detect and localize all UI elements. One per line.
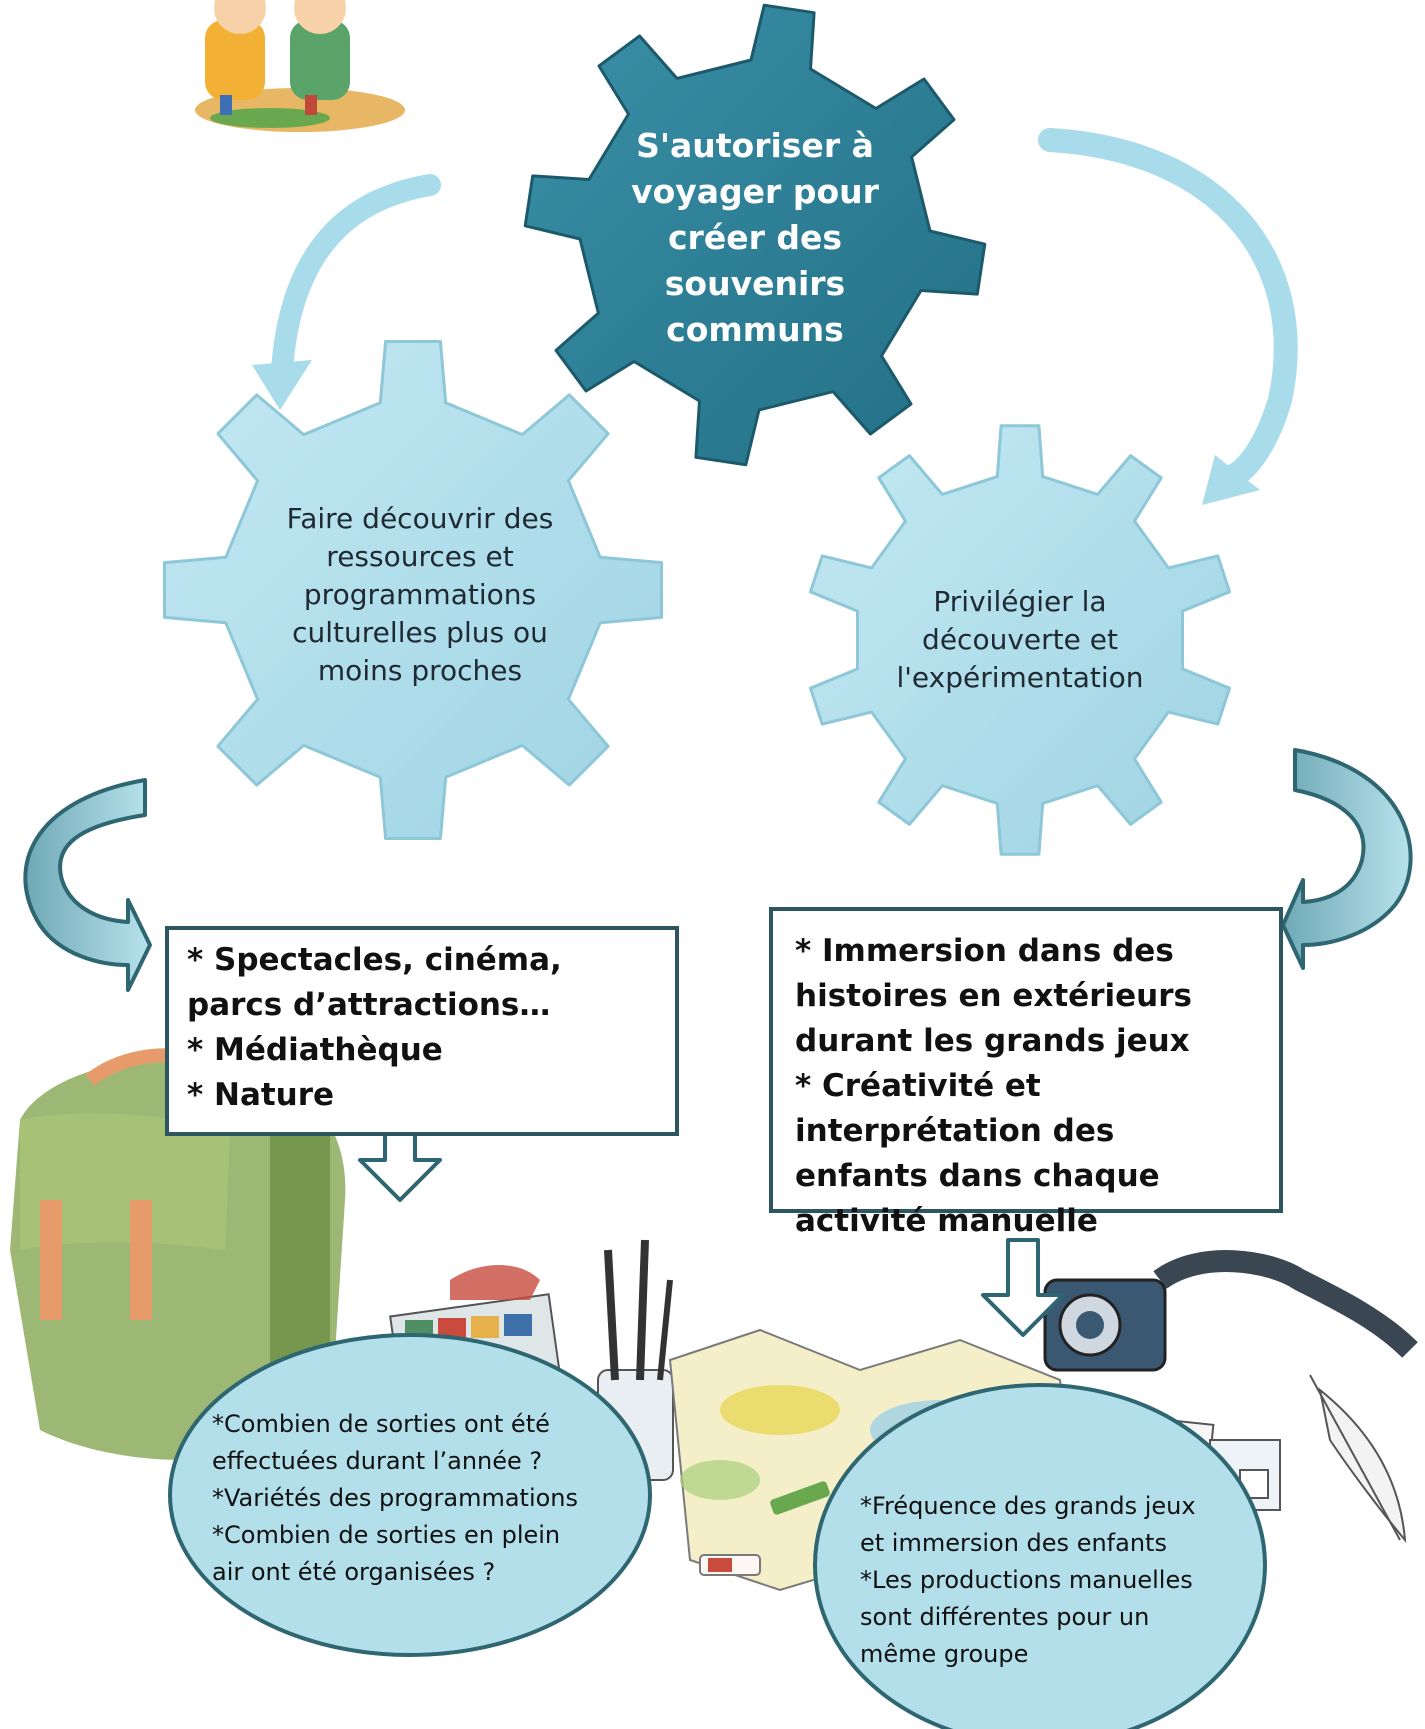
gear-top-line: voyager pour xyxy=(631,172,879,211)
gear-top-line: souvenirs xyxy=(664,264,846,303)
cycle-arrow-left xyxy=(252,174,441,410)
bubble-right-label: *Fréquence des grands jeux et immersion … xyxy=(860,1488,1225,1673)
activity-item: * Créativité et interprétation des enfan… xyxy=(795,1068,1160,1239)
gear-right-line: découverte et xyxy=(922,623,1118,656)
backpack-illustration xyxy=(10,1048,346,1460)
gear-right-line: l'expérimentation xyxy=(896,661,1144,694)
feather-illustration xyxy=(1309,1374,1407,1544)
gear-left-line: moins proches xyxy=(317,654,523,687)
gear-left-line: Faire découvrir des xyxy=(286,502,554,535)
activities-box-left: * Spectacles, cinéma, parcs d’attraction… xyxy=(165,926,679,1136)
gear-top-label: S'autoriser à voyager pour créer des sou… xyxy=(625,118,885,358)
evaluation-line: *Fréquence des grands jeux xyxy=(860,1492,1196,1520)
bubble-left xyxy=(168,1333,652,1657)
activity-item: * Spectacles, cinéma, parcs d’attraction… xyxy=(187,942,562,1023)
curved-arrow-to-right-box xyxy=(1281,748,1413,970)
gear-right-shape xyxy=(809,424,1231,856)
gear-left xyxy=(163,340,663,840)
evaluation-line: même groupe xyxy=(860,1640,1029,1668)
gear-right xyxy=(809,424,1231,856)
gear-top-line: créer des xyxy=(667,218,842,257)
evaluation-line: sont différentes pour un xyxy=(860,1603,1150,1631)
gear-top-line: S'autoriser à xyxy=(636,126,874,165)
evaluation-line: effectuées durant l’année ? xyxy=(212,1447,543,1475)
gear-left-label: Faire découvrir des ressources et progra… xyxy=(255,495,585,695)
evaluation-line: *Les productions manuelles xyxy=(860,1566,1193,1594)
gear-left-line: culturelles plus ou xyxy=(292,616,548,649)
gear-right-line: Privilégier la xyxy=(933,585,1107,618)
evaluation-line: et immersion des enfants xyxy=(860,1529,1167,1557)
activity-item: * Immersion dans des histoires en extéri… xyxy=(795,933,1192,1059)
evaluation-line: *Combien de sorties ont été xyxy=(212,1410,550,1438)
activities-box-right: * Immersion dans des histoires en extéri… xyxy=(769,907,1283,1239)
activity-item: * Médiathèque xyxy=(187,1032,443,1068)
bubble-right xyxy=(813,1383,1267,1729)
bubble-left-label: *Combien de sorties ont été effectuées d… xyxy=(212,1406,612,1591)
curved-arrow-to-left-box xyxy=(23,778,152,992)
gear-top-shape xyxy=(523,3,987,467)
evaluation-line: air ont été organisées ? xyxy=(212,1558,496,1586)
evaluation-line: *Combien de sorties en plein xyxy=(212,1521,561,1549)
gear-right-label: Privilégier la découverte et l'expérimen… xyxy=(880,575,1160,705)
cycle-arrow-right xyxy=(1038,128,1298,505)
gear-top xyxy=(523,3,987,467)
gear-left-line: programmations xyxy=(303,578,537,611)
gear-top-line: communs xyxy=(666,310,844,349)
gear-left-line: ressources et xyxy=(326,540,514,573)
evaluation-line: *Variétés des programmations xyxy=(212,1484,579,1512)
gear-left-shape xyxy=(163,340,663,840)
hiking-children-illustration xyxy=(195,0,405,132)
down-arrow-right xyxy=(981,1238,1065,1337)
activity-item: * Nature xyxy=(187,1077,335,1113)
